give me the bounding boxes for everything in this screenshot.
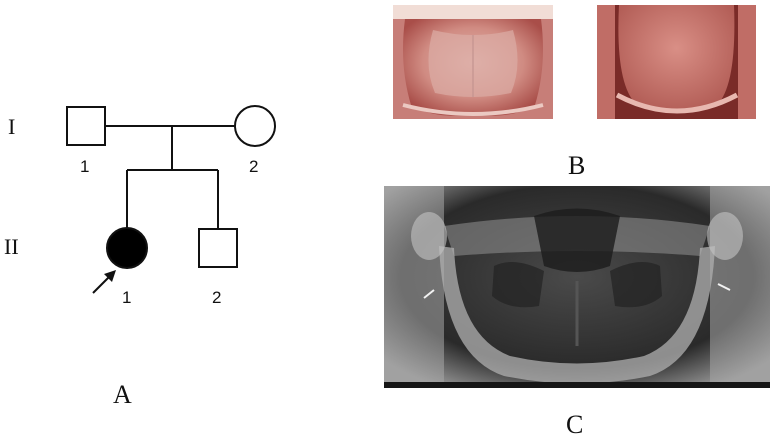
member-number-I-1: 1	[80, 157, 90, 176]
affected-female-symbol-II-1	[106, 227, 148, 269]
maxillary-arch-photo	[393, 5, 553, 119]
generation-label-2: II	[4, 234, 19, 259]
panel-label-c: C	[566, 410, 584, 439]
member-number-II-2: 2	[212, 288, 222, 307]
male-symbol-I-1	[66, 106, 106, 146]
panoramic-radiograph	[384, 186, 770, 388]
female-symbol-I-2	[234, 105, 276, 147]
panel-label-b: B	[568, 151, 586, 180]
member-number-I-2: 2	[249, 157, 259, 176]
generation-label-1: I	[8, 114, 16, 139]
panel-label-a: A	[113, 380, 132, 409]
male-symbol-II-2	[198, 228, 238, 268]
proband-arrowhead	[104, 270, 116, 282]
pedigree-diagram	[66, 105, 276, 294]
member-number-II-1: 1	[122, 288, 132, 307]
tongue-photo	[597, 5, 756, 119]
